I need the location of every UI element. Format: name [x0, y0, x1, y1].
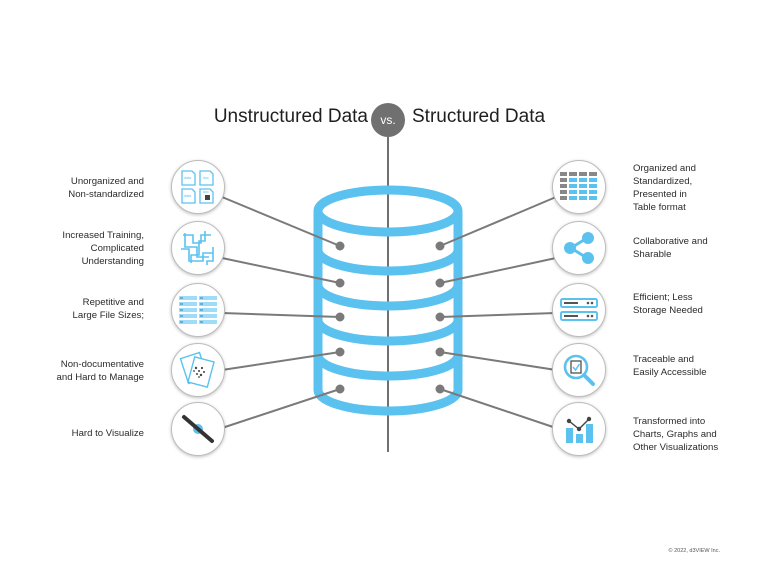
label-line: Presented in — [633, 189, 687, 200]
hidden-eye-icon — [182, 415, 214, 443]
tangled-network-icon — [181, 231, 214, 265]
right-connectors — [435, 196, 557, 429]
label-line: Traceable and — [633, 354, 694, 365]
unstructured-data-title: Unstructured Data — [213, 106, 368, 127]
label-line: Increased Training, — [62, 230, 144, 241]
file-label-3: data — [184, 194, 191, 198]
structured-data-title: Structured Data — [412, 106, 546, 127]
label-line: and Hard to Manage — [56, 372, 144, 383]
copyright-notice: © 2022, d3VIEW Inc. — [668, 548, 720, 554]
label-line: Collaborative and — [633, 236, 708, 247]
file-label-1: data — [184, 176, 191, 180]
left-icon-circle-3 — [171, 283, 225, 337]
label-line: Organized and — [633, 163, 696, 174]
label-line: Repetitive and — [82, 297, 144, 308]
right-label-1: Organized and Standardized, Presented in… — [633, 162, 696, 214]
left-label-3: Repetitive and Large File Sizes; — [73, 296, 144, 322]
right-icon-circle-2 — [552, 221, 606, 275]
left-icon-circle-1: data doc data doc — [171, 160, 225, 214]
left-label-4: Non-documentative and Hard to Manage — [57, 358, 144, 384]
label-line: Hard to Visualize — [71, 428, 144, 439]
label-line: Other Visualizations — [633, 442, 719, 453]
right-label-5: Transformed into Charts, Graphs and Othe… — [633, 415, 718, 454]
right-label-4: Traceable and Easily Accessible — [633, 353, 707, 379]
file-label-4: doc — [203, 190, 209, 194]
label-line: Sharable — [633, 249, 672, 260]
right-icon-circle-4 — [552, 343, 606, 397]
scattered-pages-icon — [179, 351, 215, 389]
right-icon-circle-5 — [552, 402, 606, 456]
right-label-3: Efficient; Less Storage Needed — [633, 291, 703, 317]
label-line: Standardized, — [633, 176, 693, 187]
left-icon-circle-5 — [171, 402, 225, 456]
file-label-2: doc — [203, 176, 209, 180]
label-line: Easily Accessible — [633, 367, 707, 378]
table-grid-icon — [560, 172, 597, 200]
label-line: Complicated — [90, 243, 144, 254]
document-files-icon: data doc data doc — [181, 170, 214, 204]
label-line: Charts, Graphs and — [633, 429, 717, 440]
right-icon-circle-1 — [552, 160, 606, 214]
label-line: Unorganized and — [70, 176, 144, 187]
label-line: Storage Needed — [633, 305, 703, 316]
left-label-1: Unorganized and Non-standardized — [68, 175, 144, 201]
left-label-2: Increased Training, Complicated Understa… — [62, 229, 144, 268]
vs-badge: vs. — [371, 103, 405, 137]
label-line: Transformed into — [633, 416, 706, 427]
label-line: Non-documentative — [60, 359, 144, 370]
label-line: Efficient; Less — [633, 292, 693, 303]
chart-icon — [566, 416, 593, 443]
left-icon-circle-4 — [171, 343, 225, 397]
right-label-2: Collaborative and Sharable — [633, 235, 708, 261]
label-line: Non-standardized — [68, 189, 144, 200]
database-cylinder — [313, 185, 463, 416]
label-line: Understanding — [81, 256, 144, 267]
label-line: Large File Sizes; — [72, 310, 144, 321]
left-icon-circle-2 — [171, 221, 225, 275]
search-document-icon — [563, 354, 595, 386]
right-icon-circle-3 — [552, 283, 606, 337]
share-icon — [564, 232, 594, 264]
label-line: Table format — [633, 202, 686, 213]
left-connectors — [221, 196, 345, 429]
left-label-5: Hard to Visualize — [72, 427, 144, 440]
server-storage-icon — [560, 298, 598, 321]
stacked-records-icon — [179, 296, 217, 324]
